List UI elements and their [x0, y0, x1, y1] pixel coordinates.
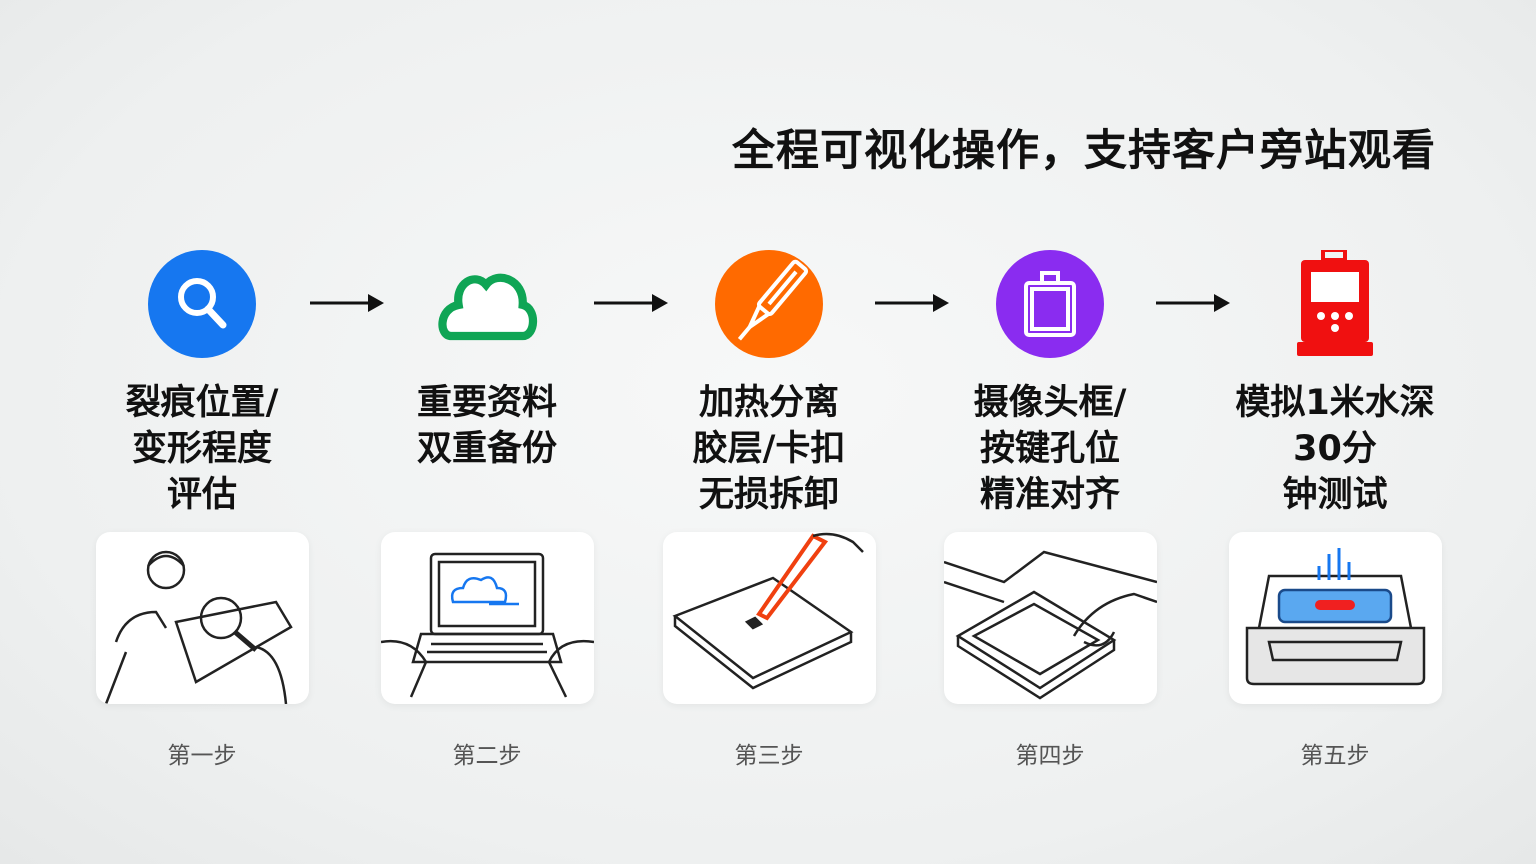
label-line: 变形程度 [131, 429, 272, 469]
step-number: 第二步 [452, 743, 522, 769]
arrow-right-icon [310, 294, 384, 312]
step-number: 第一步 [167, 743, 237, 769]
arrow-right-icon [1156, 294, 1230, 312]
label-line: 钟测试 [1282, 475, 1388, 515]
step-1-label: 裂痕位置/变形程度评估 [126, 380, 279, 520]
heat-separation-illustration [663, 532, 876, 704]
label-line: 加热分离 [698, 383, 839, 423]
step-2-label: 重要资料双重备份 [417, 380, 557, 520]
step-4-label: 摄像头框/按键孔位精准对齐 [974, 380, 1127, 520]
step-1: 裂痕位置/变形程度评估 [62, 250, 342, 520]
step-5: 模拟1米水深 30分钟测试 [1195, 250, 1475, 520]
label-line: 精准对齐 [979, 475, 1120, 515]
step-2: 重要资料双重备份 [347, 250, 627, 520]
label-line: 模拟1米水深 [1235, 383, 1435, 423]
step-number: 第四步 [1015, 743, 1085, 769]
frame-alignment-illustration [944, 532, 1157, 704]
laptop-backup-illustration [381, 532, 594, 704]
page-title: 全程可视化操作，支持客户旁站观看 [732, 126, 1436, 176]
label-line: 裂痕位置/ [125, 383, 279, 423]
label-line: 重要资料 [416, 383, 557, 423]
label-line: 无损拆卸 [698, 475, 839, 515]
heat-pen-icon [715, 250, 823, 358]
step-5-label: 模拟1米水深 30分钟测试 [1235, 380, 1434, 520]
inspection-illustration [96, 532, 309, 704]
label-line: 30分 [1293, 429, 1377, 469]
arrow-right-icon [875, 294, 949, 312]
step-number: 第三步 [734, 743, 804, 769]
magnifier-icon [148, 250, 256, 358]
waterproof-test-illustration [1229, 532, 1442, 704]
label-line: 胶层/卡扣 [692, 429, 846, 469]
step-3: 加热分离胶层/卡扣无损拆卸 [629, 250, 909, 520]
step-4: 摄像头框/按键孔位精准对齐 [910, 250, 1190, 520]
step-number: 第五步 [1300, 743, 1370, 769]
arrow-right-icon [594, 294, 668, 312]
label-line: 双重备份 [416, 429, 557, 469]
cloud-icon [433, 250, 541, 358]
frame-icon [996, 250, 1104, 358]
step-3-label: 加热分离胶层/卡扣无损拆卸 [693, 380, 846, 520]
label-line: 摄像头框/ [973, 383, 1127, 423]
label-line: 评估 [166, 475, 237, 515]
water-tester-icon [1281, 250, 1389, 358]
label-line: 按键孔位 [979, 429, 1120, 469]
